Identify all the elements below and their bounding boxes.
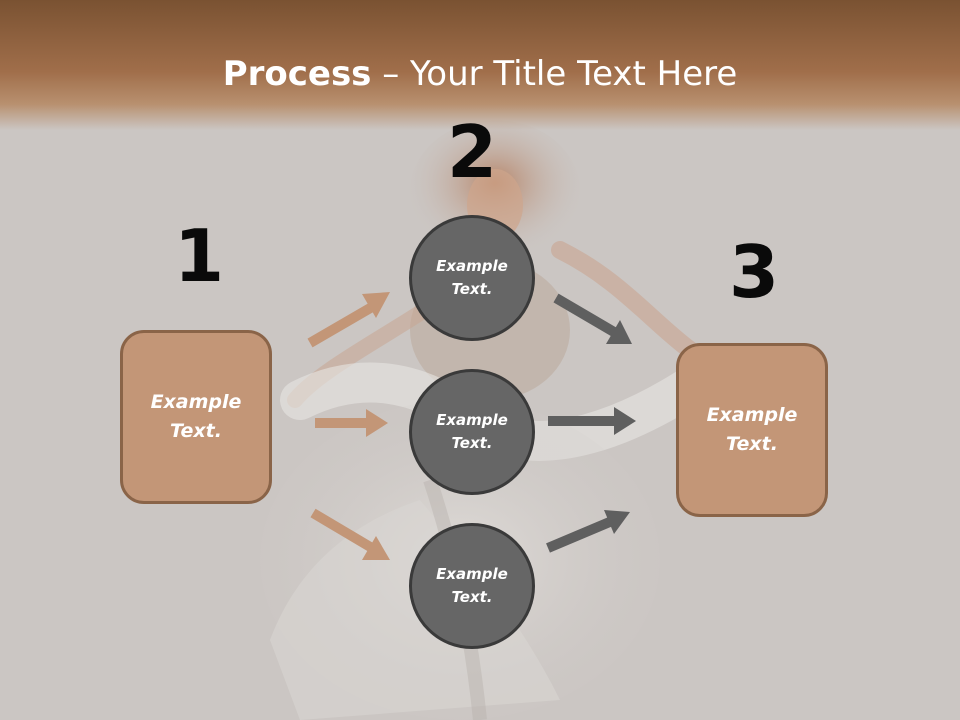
- arrow-2a-to-3: [553, 293, 632, 344]
- arrow-1-to-2b: [315, 409, 388, 437]
- step-2-circle-3-label: Example Text.: [436, 565, 508, 606]
- title-bold: Process: [222, 54, 372, 94]
- step-number-3: 3: [728, 230, 780, 314]
- step-2-circle-2: Example Text.: [409, 369, 535, 495]
- header-band: [0, 0, 960, 130]
- arrow-1-to-2a: [307, 292, 390, 348]
- step-number-1: 1: [173, 214, 225, 298]
- step-2-circle-3: Example Text.: [409, 523, 535, 649]
- step-2-circle-2-label: Example Text.: [436, 411, 508, 452]
- title-rest: – Your Title Text Here: [371, 54, 738, 94]
- step-1-label: Example Text.: [150, 391, 242, 442]
- arrow-2c-to-3: [546, 510, 630, 553]
- step-number-2: 2: [446, 110, 498, 194]
- arrow-2b-to-3: [548, 407, 636, 435]
- step-2-circle-1-label: Example Text.: [436, 257, 508, 298]
- arrow-1-to-2c: [310, 508, 390, 560]
- step-1-box: Example Text.: [120, 330, 272, 504]
- step-2-circle-1: Example Text.: [409, 215, 535, 341]
- step-3-box: Example Text.: [676, 343, 828, 517]
- step-3-label: Example Text.: [706, 404, 798, 455]
- slide-title: Process – Your Title Text Here: [0, 50, 960, 98]
